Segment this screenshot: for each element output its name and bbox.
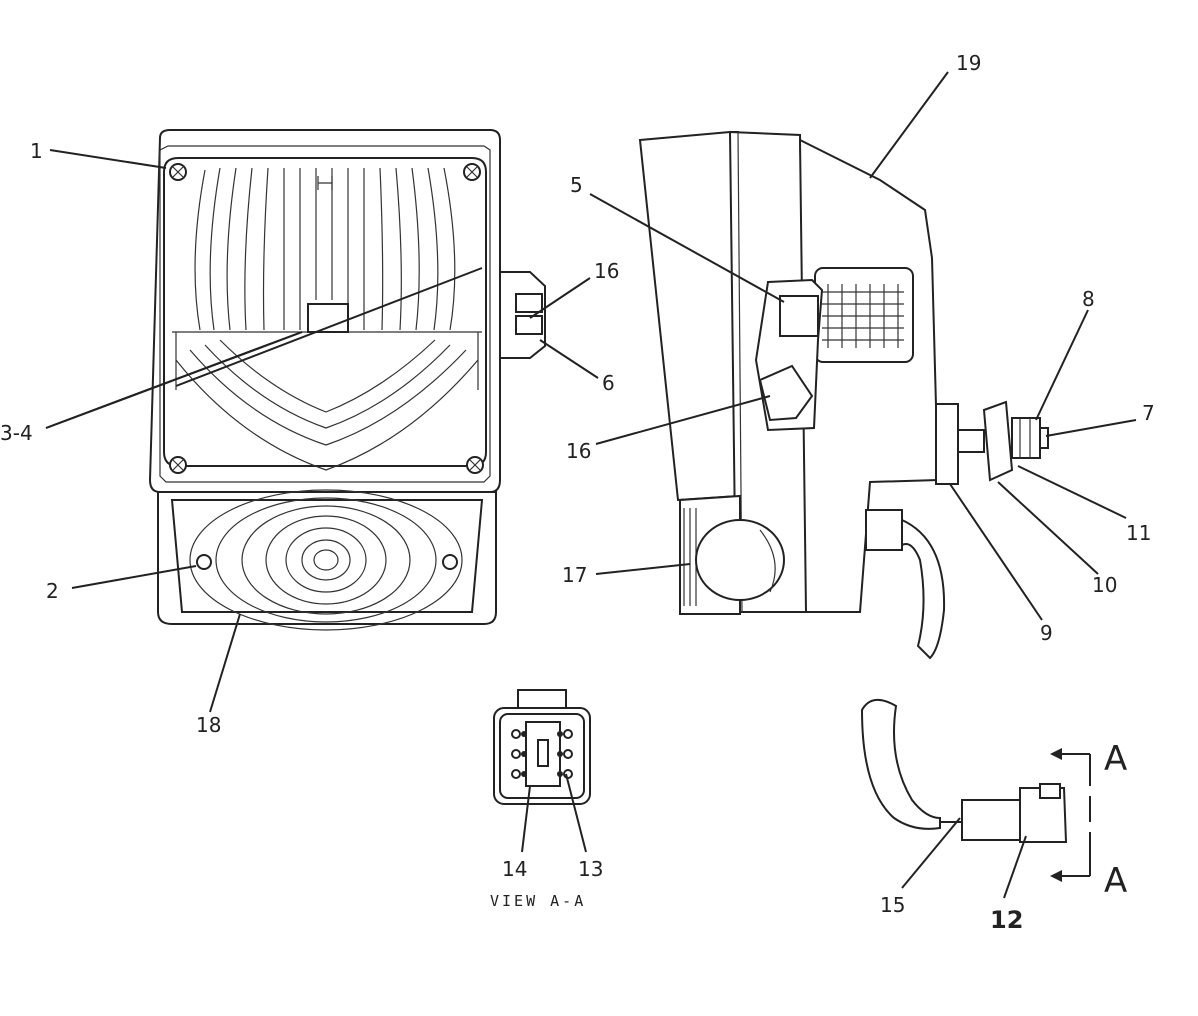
callout-6: 6 <box>602 371 615 395</box>
section-marker-top: A <box>1104 739 1127 779</box>
lens-lower-curves <box>175 332 479 471</box>
callout-16-lower: 16 <box>566 439 591 463</box>
callout-9: 9 <box>1040 621 1053 645</box>
callout-16-upper: 16 <box>594 259 619 283</box>
callout-11: 11 <box>1126 521 1151 545</box>
view-aa-label: VIEW A-A <box>490 892 586 910</box>
leader-lines <box>45 71 1137 899</box>
callout-7: 7 <box>1142 401 1155 425</box>
callout-18: 18 <box>196 713 221 737</box>
front-view-lamp <box>148 129 546 631</box>
callout-15: 15 <box>880 893 905 917</box>
side-view-lamp <box>638 130 1049 660</box>
corner-screws <box>169 163 484 474</box>
view-aa-connector <box>493 689 591 805</box>
section-marker-bottom: A <box>1104 861 1127 901</box>
callout-8: 8 <box>1082 287 1095 311</box>
connector-assembly <box>860 699 1091 882</box>
callout-17: 17 <box>562 563 587 587</box>
callout-2: 2 <box>46 579 59 603</box>
callout-5: 5 <box>570 173 583 197</box>
callout-12: 12 <box>990 906 1023 934</box>
callout-1: 1 <box>30 139 43 163</box>
lens-ribs <box>194 167 456 331</box>
turn-lens-rings <box>189 489 463 631</box>
grille-grid <box>822 284 904 348</box>
callout-19: 19 <box>956 51 981 75</box>
callout-3-4: 3-4 <box>0 421 33 445</box>
callout-10: 10 <box>1092 573 1117 597</box>
callout-13: 13 <box>578 857 603 881</box>
callout-labels: 1 2 3-4 5 6 7 8 9 10 11 12 13 14 15 16 1… <box>0 51 1155 934</box>
callout-14: 14 <box>502 857 527 881</box>
